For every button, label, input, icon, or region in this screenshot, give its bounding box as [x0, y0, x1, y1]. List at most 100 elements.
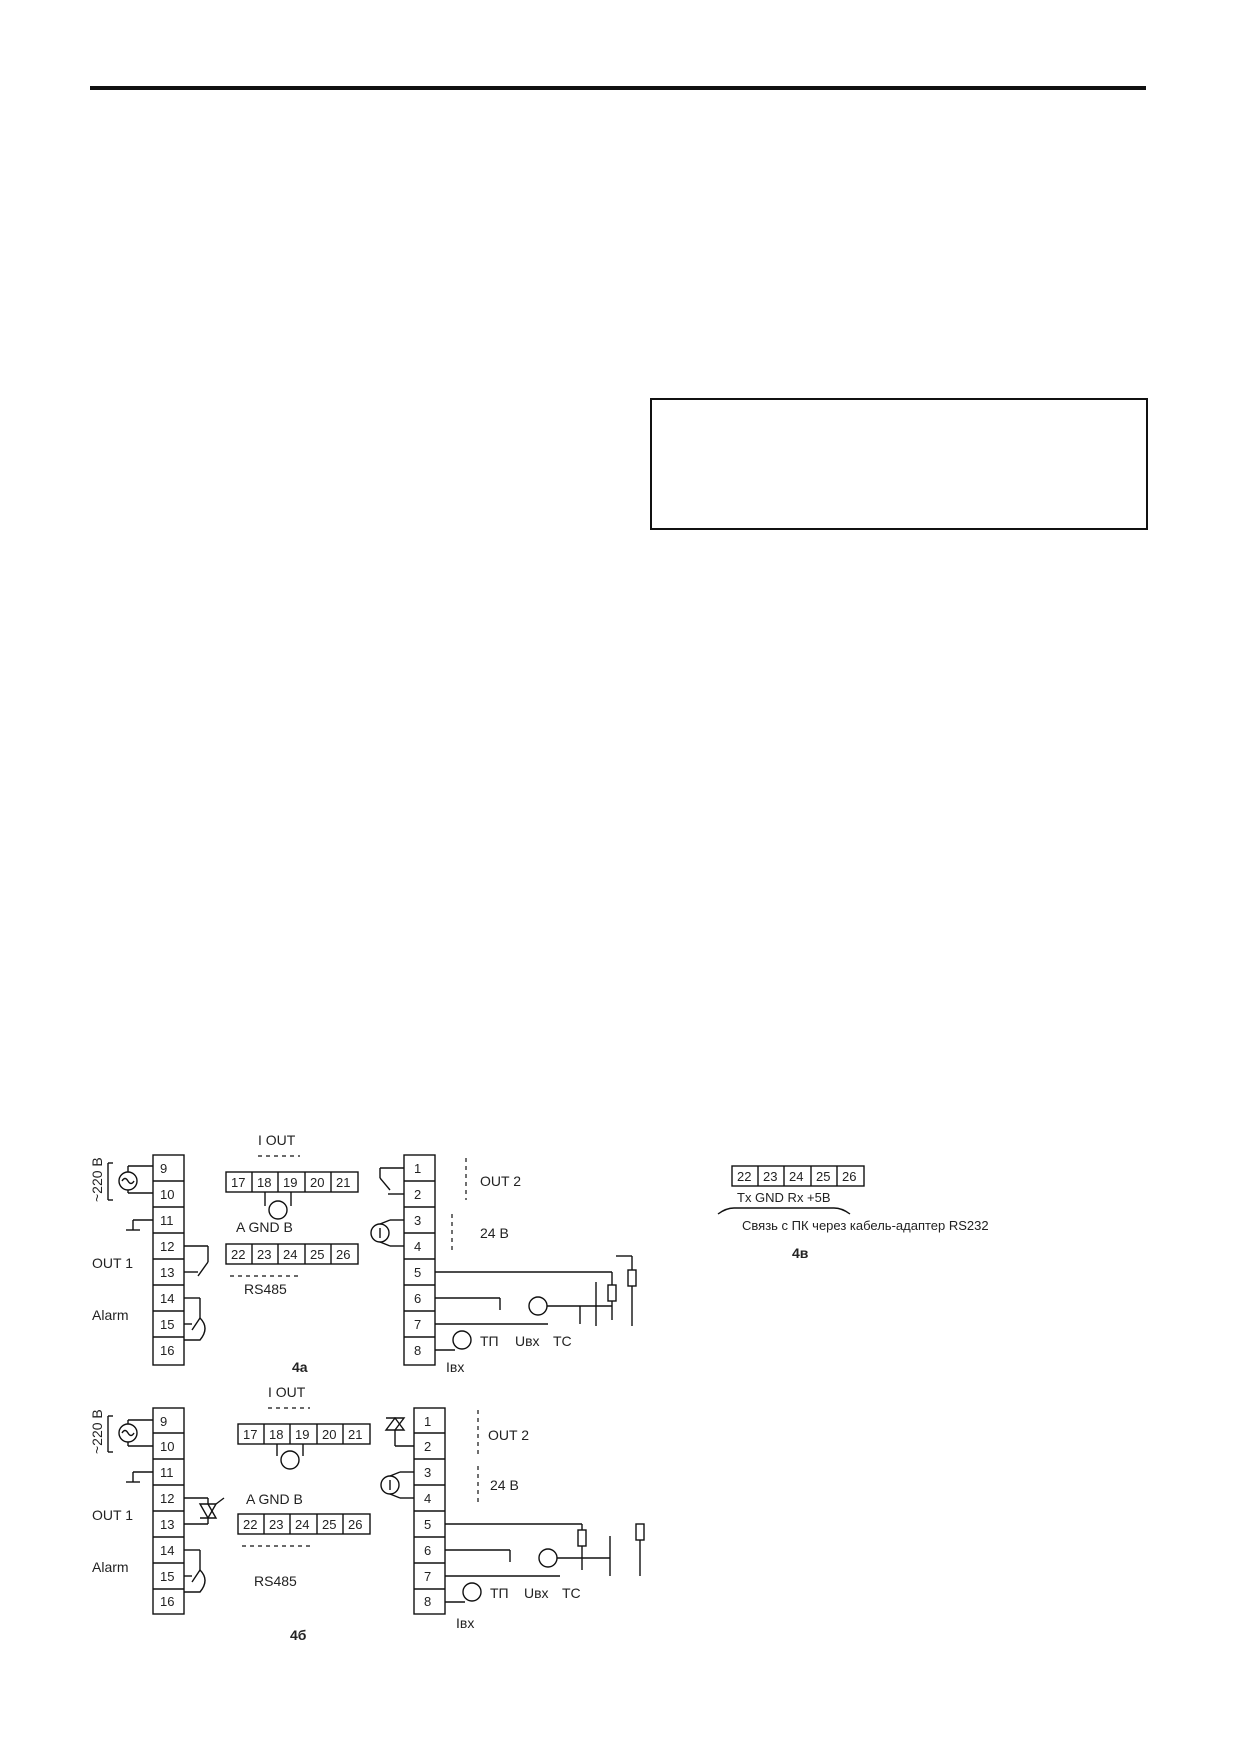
- terminal-label: 25: [816, 1169, 830, 1184]
- sine-icon: [121, 1429, 135, 1437]
- alarm-label: Alarm: [92, 1559, 129, 1575]
- resistor-icon: [635, 1523, 645, 1541]
- left-terminal-strip: 9 10 11 12 13 14 15 16: [152, 1154, 185, 1366]
- rs232-terminal-block: 22 23 24 25 26: [731, 1165, 865, 1187]
- terminal-label: 7: [414, 1317, 421, 1332]
- terminal-label: 2: [414, 1187, 421, 1202]
- right-terminal-strip: 1 2 3 4 5 6 7 8: [403, 1154, 436, 1366]
- terminal-label: 24: [283, 1247, 297, 1262]
- sensor-label: ТП: [480, 1333, 499, 1349]
- top-rule: [90, 86, 1146, 90]
- terminal-label: 1: [414, 1161, 421, 1176]
- terminal-label: 15: [160, 1569, 174, 1584]
- supply-label: ~220 В: [89, 1409, 105, 1454]
- right-terminal-strip: 1 2 3 4 5 6 7 8: [413, 1407, 446, 1615]
- out1-label: OUT 1: [92, 1255, 133, 1271]
- terminal-label: 23: [269, 1517, 283, 1532]
- terminal-label: 10: [160, 1439, 174, 1454]
- link-label: Связь с ПК через кабель-адаптер RS232: [742, 1218, 989, 1233]
- resistor-icon: [607, 1284, 617, 1302]
- terminal-label: 8: [414, 1343, 421, 1358]
- terminal-label: 24: [789, 1169, 803, 1184]
- terminal-label: 23: [257, 1247, 271, 1262]
- voltage-source-icon: [528, 1296, 548, 1316]
- terminal-label: 14: [160, 1543, 174, 1558]
- terminal-label: 6: [424, 1543, 431, 1558]
- rs485-label: RS485: [244, 1281, 287, 1297]
- terminal-label: 4: [424, 1491, 431, 1506]
- iout-label: I OUT: [268, 1384, 306, 1400]
- rs485-terminal-block: 22 23 24 25 26: [225, 1243, 359, 1265]
- terminal-label: 2: [424, 1439, 431, 1454]
- terminal-label: 20: [322, 1427, 336, 1442]
- terminal-label: 16: [160, 1343, 174, 1358]
- terminal-label: 3: [424, 1465, 431, 1480]
- terminal-label: 20: [310, 1175, 324, 1190]
- v24-label: 24 В: [480, 1225, 509, 1241]
- iout-terminal-block: 17 18 19 20 21: [225, 1171, 359, 1193]
- left-terminal-strip: 9 10 11 12 13 14 15 16: [152, 1407, 185, 1615]
- terminal-label: 6: [414, 1291, 421, 1306]
- terminal-label: 18: [269, 1427, 283, 1442]
- terminal-label: 26: [348, 1517, 362, 1532]
- resistor-icon: [627, 1269, 637, 1287]
- sensor-label: ТС: [562, 1585, 581, 1601]
- terminal-label: 9: [160, 1414, 167, 1429]
- iin-label: Iвх: [456, 1615, 474, 1631]
- terminal-label: 18: [257, 1175, 271, 1190]
- out2-label: OUT 2: [480, 1173, 521, 1189]
- rs485-label: RS485: [254, 1573, 297, 1589]
- terminal-label: 13: [160, 1265, 174, 1280]
- terminal-label: 24: [295, 1517, 309, 1532]
- iout-label: I OUT: [258, 1132, 296, 1148]
- iin-label: Iвх: [446, 1359, 464, 1375]
- terminal-label: 5: [424, 1517, 431, 1532]
- terminal-label: 14: [160, 1291, 174, 1306]
- resistor-icon: [577, 1529, 587, 1547]
- terminal-label: 26: [842, 1169, 856, 1184]
- terminal-label: 19: [283, 1175, 297, 1190]
- triac-icon: [198, 1503, 218, 1520]
- terminal-label: 5: [414, 1265, 421, 1280]
- terminal-label: 21: [348, 1427, 362, 1442]
- sensor-label: Uвх: [524, 1585, 549, 1601]
- terminal-label: 22: [243, 1517, 257, 1532]
- terminal-label: 1: [424, 1414, 431, 1429]
- bus-label: A GND B: [236, 1219, 293, 1235]
- figure-4a: 9 10 11 12 13 14 15 16 ~220 В OUT 1: [89, 1132, 637, 1375]
- sensor-label: ТП: [490, 1585, 509, 1601]
- terminal-label: 23: [763, 1169, 777, 1184]
- terminal-label: 4: [414, 1239, 421, 1254]
- terminal-label: 19: [295, 1427, 309, 1442]
- alarm-label: Alarm: [92, 1307, 129, 1323]
- signal-label: Tx GND Rx +5В: [737, 1190, 831, 1205]
- terminal-label: 13: [160, 1517, 174, 1532]
- figure-4v: 22 23 24 25 26 Tx GND Rx +5В Связь с ПК …: [717, 1165, 989, 1261]
- thermocouple-icon: [452, 1330, 472, 1350]
- voltage-source-icon: [538, 1548, 558, 1568]
- bus-label: A GND B: [246, 1491, 303, 1507]
- sensor-label: Uвх: [515, 1333, 540, 1349]
- figure-4b: 9 10 11 12 13 14 15 16 ~220 В OUT 1: [89, 1384, 645, 1643]
- terminal-label: 25: [322, 1517, 336, 1532]
- milliammeter-icon: [280, 1450, 300, 1470]
- terminal-label: 12: [160, 1239, 174, 1254]
- figure-caption: 4а: [292, 1359, 308, 1375]
- terminal-label: 3: [414, 1213, 421, 1228]
- rs485-terminal-block: 22 23 24 25 26: [237, 1513, 371, 1535]
- out1-label: OUT 1: [92, 1507, 133, 1523]
- terminal-label: 22: [231, 1247, 245, 1262]
- terminal-label: 12: [160, 1491, 174, 1506]
- thermocouple-icon: [462, 1582, 482, 1602]
- milliammeter-icon: [268, 1200, 288, 1220]
- figure-caption: 4б: [290, 1627, 307, 1643]
- terminal-label: 10: [160, 1187, 174, 1202]
- triac-icon: [384, 1416, 406, 1431]
- terminal-label: 21: [336, 1175, 350, 1190]
- sine-icon: [121, 1177, 135, 1185]
- out2-label: OUT 2: [488, 1427, 529, 1443]
- iout-terminal-block: 17 18 19 20 21: [237, 1423, 371, 1445]
- terminal-label: 11: [160, 1465, 174, 1480]
- terminal-label: 25: [310, 1247, 324, 1262]
